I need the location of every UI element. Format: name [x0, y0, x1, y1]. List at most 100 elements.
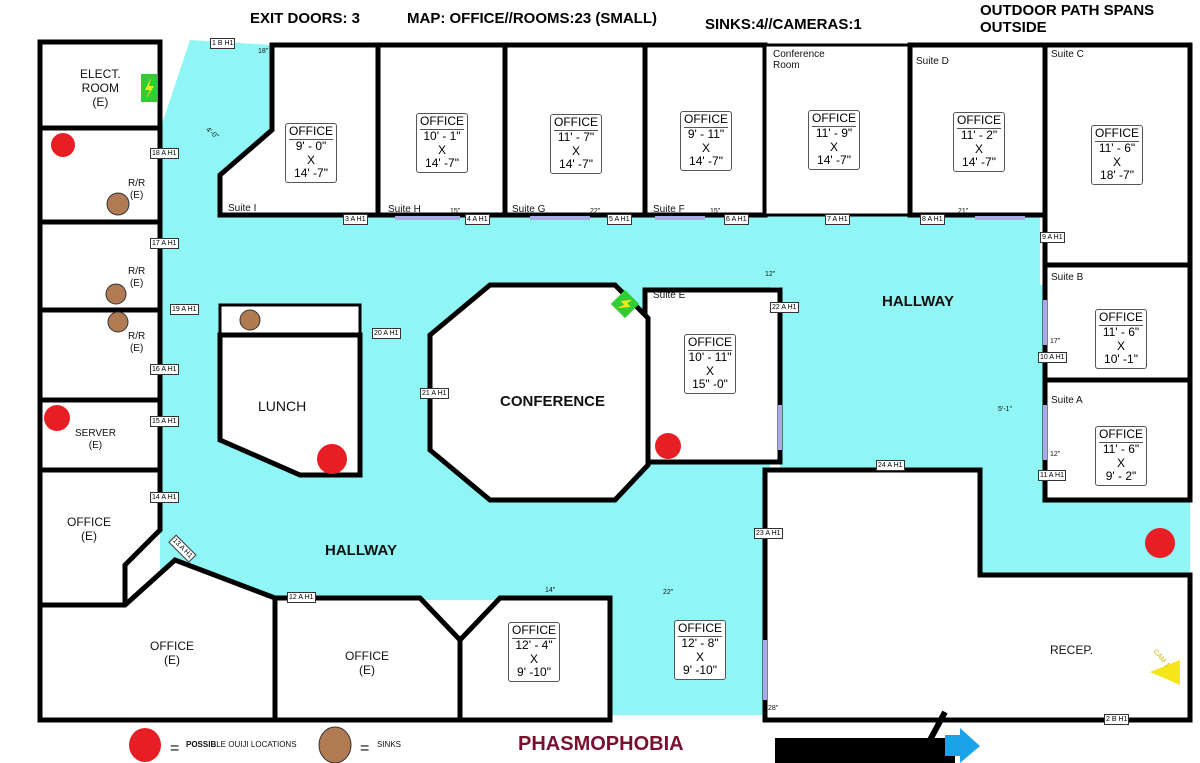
legend-equals: = — [170, 740, 180, 757]
suite-label: Suite I — [228, 203, 257, 214]
dimension-note: 22" — [663, 589, 674, 596]
dimension-note: 12" — [1050, 451, 1061, 458]
hallway-label: HALLWAY — [882, 293, 954, 310]
dimension-note: 15" — [710, 208, 721, 215]
door-tag: 18 A H1 — [150, 148, 179, 159]
dimension-note: 5'-1" — [998, 406, 1012, 413]
legend-sinks-label: SINKS — [377, 740, 402, 749]
restroom-label: R/R(E) — [128, 266, 146, 289]
legend-ouija-label: POSSIBLE OUIJI LOCATIONS — [186, 740, 297, 749]
door-tag: 1 B H1 — [210, 38, 236, 49]
exit-doors-count: EXIT DOORS: 3 — [250, 10, 361, 27]
dimension-note: 18" — [258, 48, 269, 55]
arrow-right-icon[interactable] — [945, 728, 980, 763]
dimension-note: 28" — [768, 705, 779, 712]
dimension-note: 21" — [958, 208, 969, 215]
door-tag: 14 A H1 — [150, 492, 179, 503]
dimension-note: 14" — [545, 587, 556, 594]
dimension-note: 17" — [1050, 338, 1061, 345]
suite-label: Suite D — [916, 56, 949, 67]
dimension-note: 22" — [590, 208, 601, 215]
door-tag: 2 B H1 — [1104, 714, 1130, 725]
door-tag: 12 A H1 — [287, 592, 316, 603]
door-tag: 11 A H1 — [1038, 470, 1067, 481]
room-walls — [37, 39, 1193, 723]
outdoor-path-line — [927, 710, 948, 742]
sinks — [105, 192, 352, 763]
restroom-label: R/R(E) — [128, 178, 146, 201]
conference-label: CONFERENCE — [500, 393, 606, 410]
dimension-note: 12" — [765, 271, 776, 278]
sink-marker — [107, 311, 129, 333]
suite-label: Suite E — [653, 290, 686, 301]
sink-marker — [239, 309, 261, 331]
office-e-label: OFFICE(E) — [345, 649, 389, 677]
lunch-room-label: LUNCH — [258, 398, 307, 414]
door-tag: 23 A H1 — [754, 528, 783, 539]
map-info: MAP: OFFICE//ROOMS:23 (SMALL) — [407, 10, 657, 27]
suite-label: Suite H — [388, 204, 421, 215]
camera-icon — [1150, 660, 1180, 685]
door-tag: 8 A H1 — [920, 214, 945, 225]
door-tag: 10 A H1 — [1038, 352, 1067, 363]
dimension-note: 15" — [450, 208, 461, 215]
suite-label: Suite A — [1051, 395, 1083, 406]
door-tag: 19 A H1 — [170, 304, 199, 315]
door-tag: 16 A H1 — [150, 364, 179, 375]
office-e-label: OFFICE(E) — [67, 515, 111, 543]
suite-label: Suite C — [1051, 49, 1084, 60]
ouija-marker — [44, 405, 70, 431]
ouija-marker — [51, 133, 75, 157]
office-e-label: OFFICE(E) — [150, 639, 194, 667]
door-tag: 3 A H1 — [343, 214, 368, 225]
door-tag: 6 A H1 — [724, 214, 749, 225]
door-tag: 24 A H1 — [876, 460, 905, 471]
door-tag: 15 A H1 — [150, 416, 179, 427]
lightning-bolt-icon — [141, 74, 157, 102]
reception-label: RECEP. — [1050, 643, 1094, 657]
brand-logo: PHASMOPHOBIA — [518, 733, 684, 755]
legend-sink-marker — [318, 726, 352, 763]
windows — [395, 216, 1047, 700]
suite-label: Suite B — [1051, 272, 1084, 283]
legend-ouija-marker — [129, 728, 161, 762]
hallway-label: HALLWAY — [325, 542, 397, 559]
ouija-marker — [317, 444, 347, 474]
elect-room-label: ELECT.ROOM(E) — [80, 67, 121, 109]
door-tag: 7 A H1 — [825, 214, 850, 225]
door-tag: 22 A H1 — [770, 302, 799, 313]
door-tag: 5 A H1 — [607, 214, 632, 225]
door-tag: 21 A H1 — [420, 388, 449, 399]
server-room-label: SERVER(E) — [75, 428, 116, 451]
door-tag: 17 A H1 — [150, 238, 179, 249]
outdoor-note-line: OUTDOOR PATH SPANS — [980, 2, 1155, 19]
legend-equals: = — [360, 740, 370, 757]
suite-label: Suite F — [653, 204, 685, 215]
suite-label: Suite G — [512, 204, 546, 215]
door-tag: 20 A H1 — [372, 328, 401, 339]
lightning-bolt-icon — [610, 289, 640, 319]
outdoor-path-bar — [775, 738, 955, 763]
restroom-label: R/R(E) — [128, 331, 146, 354]
door-tag: 4 A H1 — [465, 214, 490, 225]
ouija-marker — [655, 433, 681, 459]
outdoor-note-line: OUTSIDE — [980, 19, 1047, 37]
ouija-marker — [1145, 528, 1175, 558]
ouija-locations — [44, 133, 1175, 762]
